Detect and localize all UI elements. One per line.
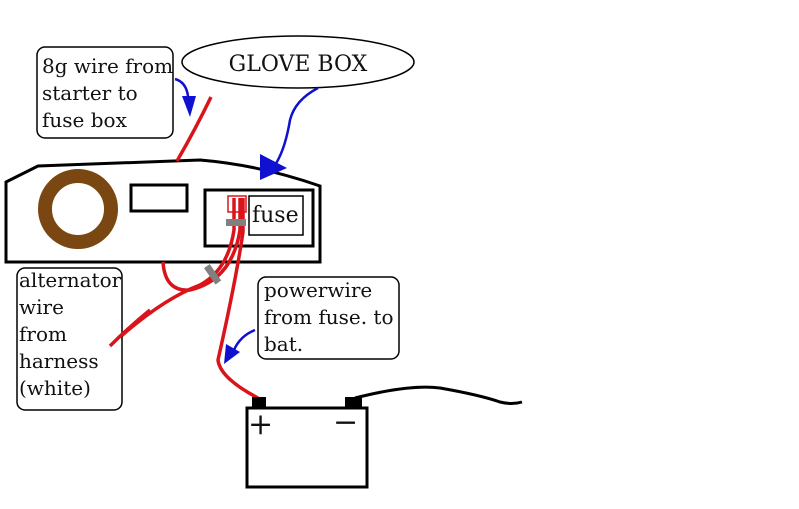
starter-arrowhead-icon xyxy=(182,96,196,117)
callout-power-line-1: powerwire xyxy=(264,278,372,302)
battery-negative-symbol: − xyxy=(333,405,358,440)
loop-wire xyxy=(161,198,242,292)
starter-wire xyxy=(175,96,213,162)
callout-alternator-line-4: harness xyxy=(19,349,99,373)
callout-power-line-2: from fuse. to xyxy=(264,305,394,329)
power-wire xyxy=(216,198,259,400)
callout-alternator-line-2: wire xyxy=(19,295,64,319)
glove-box-ellipse xyxy=(181,35,415,89)
callout-starter-line-2: starter to xyxy=(42,81,138,105)
power-arrowhead-icon xyxy=(224,344,240,364)
dash-vent xyxy=(129,183,189,213)
power-arrow-line xyxy=(232,328,256,351)
glove-box-arrowhead-icon xyxy=(260,154,287,180)
callout-power-wire xyxy=(257,276,400,360)
ground-wire xyxy=(354,385,523,405)
fuse-label: fuse xyxy=(252,203,299,228)
callout-alternator-line-5: (white) xyxy=(19,376,91,400)
callout-alternator-line-1: alternator xyxy=(19,268,122,292)
callout-alternator-wire xyxy=(16,267,123,411)
starter-arrow-line xyxy=(174,77,190,97)
glove-box-arrow-line xyxy=(273,86,319,166)
battery-body xyxy=(245,406,369,489)
battery-negative-terminal xyxy=(345,397,362,408)
fuse-box xyxy=(248,195,304,236)
callout-starter-line-1: 8g wire from xyxy=(42,54,173,78)
battery-positive-terminal xyxy=(252,397,266,408)
connector-upper xyxy=(226,219,246,226)
callout-starter-line-3: fuse box xyxy=(42,108,128,132)
glove-box-label: GLOVE BOX xyxy=(229,52,368,77)
connector-lower xyxy=(203,264,222,285)
callout-starter-wire xyxy=(36,46,174,139)
alternator-wire-overlay xyxy=(108,308,152,348)
callout-alternator-line-3: from xyxy=(19,322,67,346)
fuse-terminal xyxy=(227,195,247,213)
battery-positive-symbol: + xyxy=(248,407,273,442)
callout-power-line-3: bat. xyxy=(264,332,303,356)
gauge-ring xyxy=(38,169,118,249)
